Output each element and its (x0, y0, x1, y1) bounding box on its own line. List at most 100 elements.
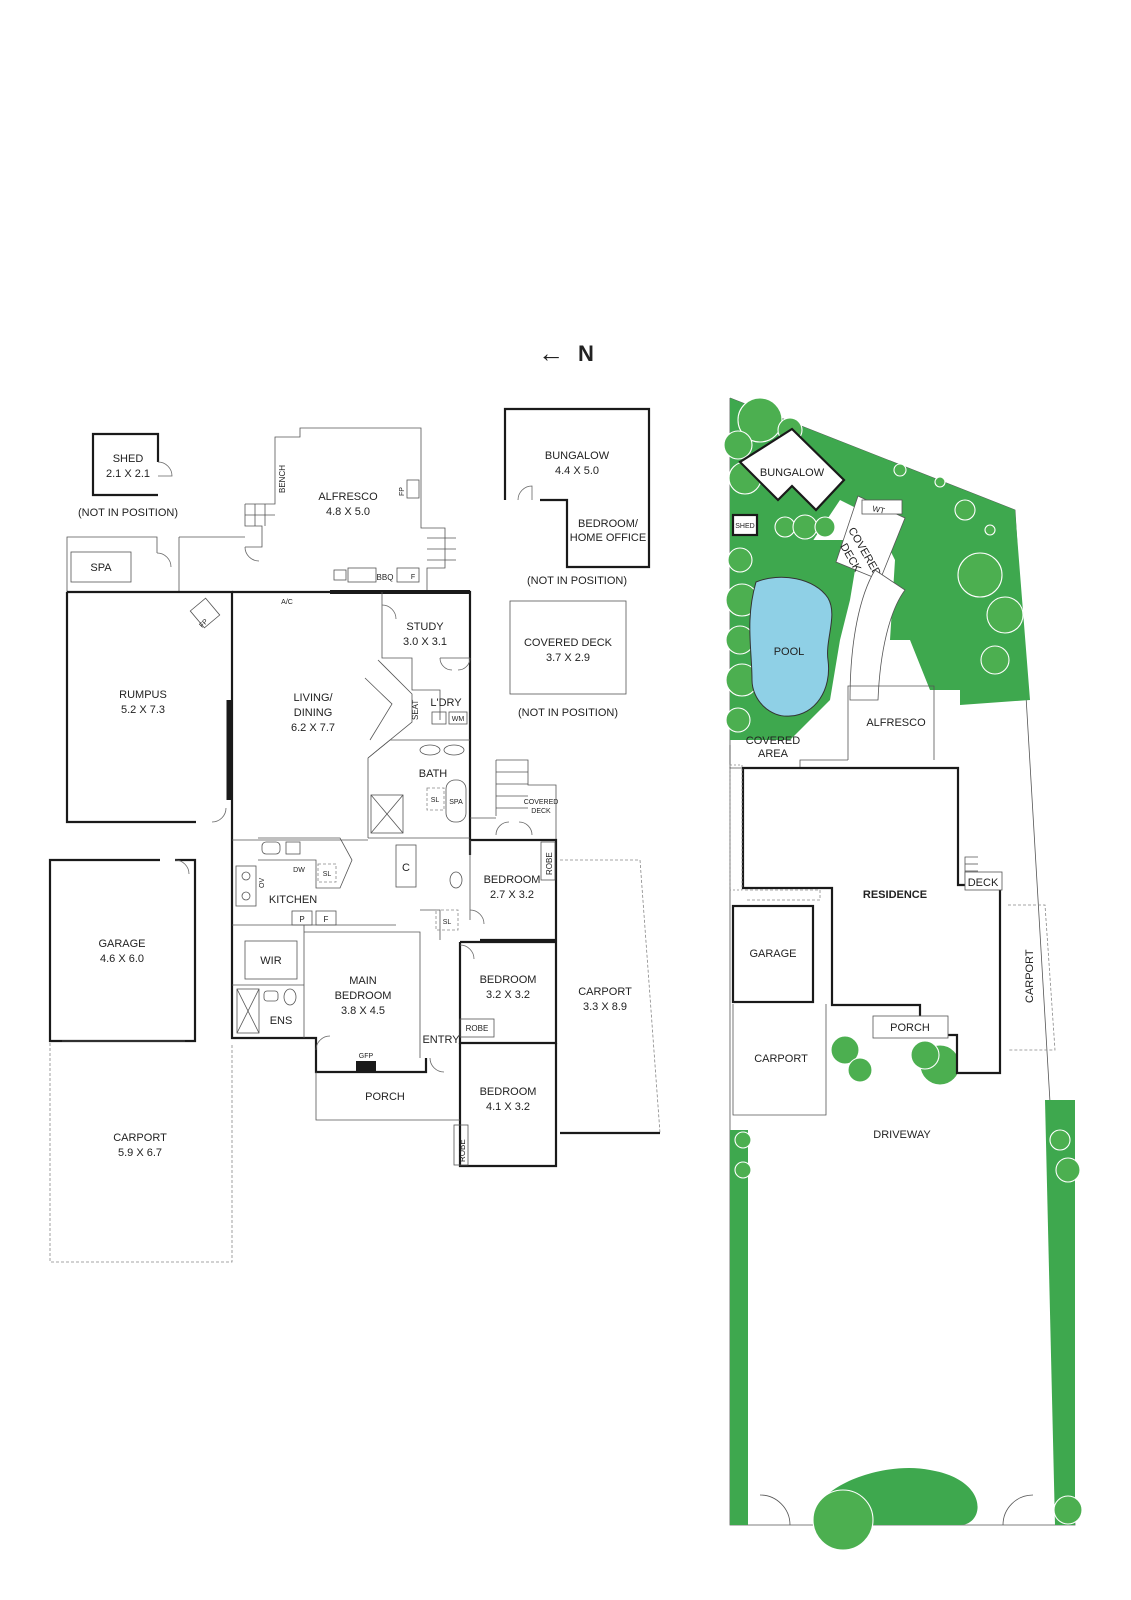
wir-label: WIR (260, 955, 281, 967)
bath-spa-label: SPA (449, 799, 463, 806)
site-porch: PORCH (872, 1015, 949, 1039)
bungalow-note: (NOT IN POSITION) (527, 575, 627, 587)
entry-label: ENTRY (422, 1034, 460, 1046)
pantry-label: P (299, 915, 304, 924)
bedroom-c-dims: 4.1 X 3.2 (486, 1101, 530, 1113)
living-dims: 6.2 X 7.7 (291, 722, 335, 734)
bedroom-b-dims: 3.2 X 3.2 (486, 989, 530, 1001)
site-bungalow: BUNGALOW (738, 427, 846, 512)
site-garage-label: GARAGE (749, 948, 796, 960)
shed-room: SHED 2.1 X 2.1 (NOT IN POSITION) (78, 432, 178, 519)
study-dims: 3.0 X 3.1 (403, 636, 447, 648)
main-bedroom: MAIN BEDROOM 3.8 X 4.5 (304, 931, 421, 1058)
kitchen-label: KITCHEN (269, 894, 317, 906)
bungalow-bedroom-label-1: BEDROOM/ (578, 518, 639, 530)
robe-label-c: ROBE (458, 1139, 467, 1162)
kitchen-room: DW SL OV KITCHEN P F (232, 837, 396, 926)
laundry-room: SEAT L'DRY WM (364, 659, 468, 759)
covered-area-label-2: AREA (758, 748, 789, 760)
trees (723, 397, 1083, 1551)
bungalow-label: BUNGALOW (545, 450, 610, 462)
garage-room: GARAGE 4.6 X 6.0 (48, 858, 197, 1043)
study-room: STUDY 3.0 X 3.1 (381, 592, 471, 720)
gfp-label: GFP (359, 1053, 374, 1060)
site-carport-side-label: CARPORT (1024, 949, 1036, 1003)
spa-area: SPA (66, 536, 245, 592)
alfresco-fireplace-label: FP (399, 487, 406, 496)
bath-room: BATH SL SPA (367, 739, 470, 839)
site-alfresco-label: ALFRESCO (866, 717, 926, 729)
bedroom-c-label: BEDROOM (480, 1086, 537, 1098)
carport-right-dims: 3.3 X 8.9 (583, 1001, 627, 1013)
alfresco-room: BENCH ALFRESCO 4.8 X 5.0 FP BBQ F (244, 427, 456, 592)
dishwasher-label: DW (293, 867, 305, 874)
bedroom-b-label: BEDROOM (480, 974, 537, 986)
covered-deck-attached-label-2: DECK (531, 808, 551, 815)
rumpus-dims: 5.2 X 7.3 (121, 704, 165, 716)
covered-deck-attached: COVERED DECK (470, 759, 558, 845)
shed-label: SHED (113, 453, 144, 465)
living-label-1: LIVING/ (293, 692, 333, 704)
site-driveway: DRIVEWAY (759, 1129, 1034, 1526)
site-pool: POOL (749, 576, 833, 717)
porch-label: PORCH (365, 1091, 405, 1103)
rumpus-room: FP RUMPUS 5.2 X 7.3 (65, 590, 234, 824)
oven-label: OV (259, 878, 266, 888)
compass-north-label: N (578, 341, 594, 366)
garage-label: GARAGE (98, 938, 145, 950)
covered-deck-detached: COVERED DECK 3.7 X 2.9 (NOT IN POSITION) (509, 600, 627, 719)
driveway-label: DRIVEWAY (873, 1129, 931, 1141)
alfresco-dims: 4.8 X 5.0 (326, 506, 370, 518)
carport-left-dims: 5.9 X 6.7 (118, 1147, 162, 1159)
kitchen-fridge-label: F (324, 915, 329, 924)
rumpus-label: RUMPUS (119, 689, 167, 701)
alfresco-label: ALFRESCO (318, 491, 378, 503)
bath-shower-label: SL (431, 797, 440, 804)
covered-area-label-1: COVERED (746, 735, 800, 747)
living-label-2: DINING (294, 707, 333, 719)
bedroom-4-1x3-2: ROBE BEDROOM 4.1 X 3.2 (453, 1043, 558, 1168)
site-shed-label: SHED (735, 523, 754, 530)
main-bedroom-label-1: MAIN (349, 975, 377, 987)
robe-label-b: ROBE (466, 1024, 489, 1033)
main-house-walls: A/C GFP (230, 590, 472, 1074)
site-deck-label: DECK (968, 877, 999, 889)
washing-machine-label: WM (452, 716, 465, 723)
shed-dims: 2.1 X 2.1 (106, 468, 150, 480)
site-porch-label: PORCH (890, 1022, 930, 1034)
site-covered-deck: WT COVERED DECK (835, 495, 906, 581)
bedroom-2-7x3-2: ROBE BEDROOM 2.7 X 3.2 (469, 838, 558, 942)
site-bungalow-label: BUNGALOW (760, 467, 825, 479)
bath-label: BATH (419, 768, 448, 780)
shed-note: (NOT IN POSITION) (78, 507, 178, 519)
porch-front: PORCH (315, 1072, 460, 1121)
bungalow-bedroom-label-2: HOME OFFICE (570, 532, 646, 544)
cupboard-label: C (402, 862, 410, 874)
bench-label: BENCH (278, 465, 287, 493)
bedroom-a-label: BEDROOM (484, 874, 541, 886)
site-alfresco: ALFRESCO COVERED AREA (729, 685, 935, 769)
hall-shower-label: SL (443, 919, 452, 926)
site-garage: GARAGE (731, 904, 815, 1004)
bedroom-3-2x3-2: ROBE BEDROOM 3.2 X 3.2 (458, 940, 558, 1045)
seat-label: SEAT (411, 700, 420, 720)
alfresco-fridge-label: F (411, 574, 415, 581)
robe-label-a: ROBE (545, 852, 554, 875)
site-carport-side: CARPORT (1008, 904, 1056, 1051)
site-residence: RESIDENCE DECK (729, 764, 1003, 1075)
ac-label: A/C (281, 599, 293, 606)
main-bedroom-label-2: BEDROOM (335, 990, 392, 1002)
rumpus-fireplace-label: FP (198, 618, 210, 630)
site-carport-label: CARPORT (754, 1053, 808, 1065)
pool-label: POOL (774, 646, 805, 658)
ens-label: ENS (270, 1015, 293, 1027)
carport-left-label: CARPORT (113, 1132, 167, 1144)
covered-deck-detached-label: COVERED DECK (524, 637, 613, 649)
carport-left: CARPORT 5.9 X 6.7 (49, 1043, 233, 1263)
living-dining-room: LIVING/ DINING 6.2 X 7.7 (291, 692, 335, 734)
covered-deck-detached-note: (NOT IN POSITION) (518, 707, 618, 719)
residence-label: RESIDENCE (863, 889, 927, 901)
covered-deck-detached-dims: 3.7 X 2.9 (546, 652, 590, 664)
compass-arrow: ← (538, 338, 564, 368)
